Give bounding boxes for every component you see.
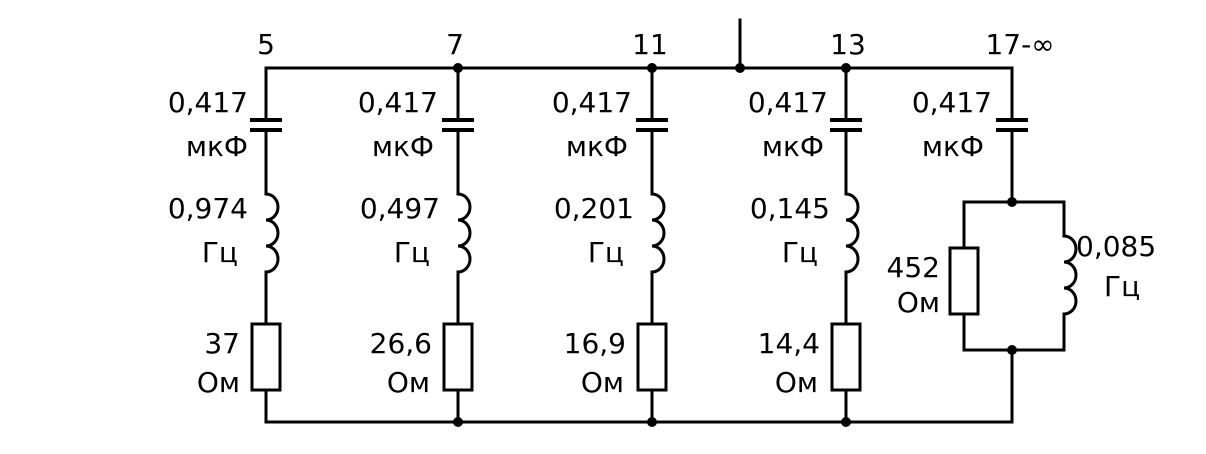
inductor-coil — [1062, 234, 1078, 316]
inductance-value: 0,974 — [168, 192, 248, 225]
branch-13: 13 0,417 мкФ 0,145 Гц 14,4 Ом — [748, 28, 866, 427]
resistance-unit: Ом — [581, 366, 624, 399]
inductance-unit: Гц — [202, 236, 238, 269]
harmonic-label: 11 — [632, 28, 668, 61]
inductor-coil — [844, 192, 860, 274]
resistance-value: 16,9 — [564, 327, 626, 360]
resistance-value: 14,4 — [758, 327, 820, 360]
resistor — [250, 322, 282, 392]
branch-11: 11 0,417 мкФ 0,201 Гц 16,9 Ом — [552, 28, 668, 427]
harmonic-label: 17-∞ — [985, 28, 1054, 61]
capacitance-value: 0,417 — [748, 86, 828, 119]
harmonic-label: 5 — [257, 28, 275, 61]
inductance-unit: Гц — [394, 236, 430, 269]
resistor — [830, 322, 862, 392]
junction-dot — [841, 417, 851, 427]
capacitance-value: 0,417 — [912, 86, 992, 119]
inductance-unit: Гц — [1104, 270, 1140, 303]
resistance-value: 37 — [204, 327, 240, 360]
inductor-coil — [456, 192, 472, 274]
inductance-value: 0,145 — [750, 192, 830, 225]
harmonic-label: 13 — [830, 28, 866, 61]
resistor — [442, 322, 474, 392]
junction-dot — [453, 63, 463, 73]
inductance-unit: Гц — [588, 236, 624, 269]
resistance-value: 26,6 — [370, 327, 432, 360]
capacitance-unit: мкФ — [762, 130, 824, 163]
capacitance-unit: мкФ — [186, 130, 248, 163]
resistor — [636, 322, 668, 392]
capacitance-unit: мкФ — [922, 130, 984, 163]
branch-7: 7 0,417 мкФ 0,497 Гц 26,6 Ом — [358, 28, 474, 427]
inductance-unit: Гц — [782, 236, 818, 269]
junction-dot — [841, 63, 851, 73]
branch-17-inf: 17-∞ 0,417 мкФ 452 Ом 0,085 Гц — [887, 28, 1156, 424]
capacitance-value: 0,417 — [168, 86, 248, 119]
capacitance-unit: мкФ — [566, 130, 628, 163]
junction-dot — [647, 63, 657, 73]
junction-dot — [453, 417, 463, 427]
feed-junction — [735, 63, 745, 73]
resistance-unit: Ом — [197, 366, 240, 399]
resistance-unit: Ом — [387, 366, 430, 399]
capacitance-value: 0,417 — [552, 86, 632, 119]
inductance-value: 0,497 — [360, 192, 440, 225]
harmonic-label: 7 — [446, 28, 464, 61]
inductance-value: 0,201 — [554, 192, 634, 225]
resistance-unit: Ом — [775, 366, 818, 399]
inductor-coil — [650, 192, 666, 274]
junction-dot — [647, 417, 657, 427]
inductor-coil — [264, 192, 280, 274]
circuit-wires — [264, 18, 1014, 424]
resistance-unit: Ом — [897, 286, 940, 319]
branch-5: 5 0,417 мкФ 0,974 Гц 37 Ом — [168, 28, 282, 424]
resistance-value: 452 — [887, 251, 940, 284]
capacitance-value: 0,417 — [358, 86, 438, 119]
inductance-value: 0,085 — [1076, 230, 1156, 263]
capacitance-unit: мкФ — [372, 130, 434, 163]
resistor — [948, 246, 980, 316]
